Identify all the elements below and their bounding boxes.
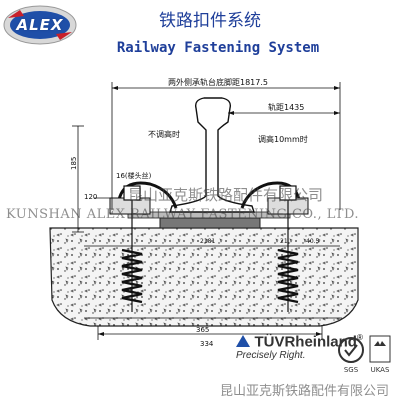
right-note: 调高10mm时 bbox=[258, 134, 308, 144]
watermark-cn-bottom: 昆山亚克斯铁路配件有限公司 bbox=[220, 384, 390, 399]
dim-334: 334 bbox=[200, 340, 214, 348]
top-dimension-label: 两外侧承轨台底脚距1817.5 bbox=[168, 77, 268, 87]
tuv-badge: TÜVRheinland® Precisely Right. bbox=[236, 333, 363, 361]
logo-ring-icon bbox=[3, 5, 77, 45]
tuv-name: TÜVRheinland bbox=[254, 333, 357, 351]
dimension-arrows bbox=[98, 86, 340, 336]
right-clip bbox=[240, 181, 302, 211]
title-english: Railway Fastening System bbox=[116, 40, 320, 56]
watermark-cn-company: 昆山亚克斯铁路配件有限公司 bbox=[128, 186, 324, 204]
sgs-ukas-badge: SGS UKAS bbox=[338, 335, 391, 374]
title-chinese: 铁路扣件系统 bbox=[159, 11, 261, 31]
vertical-dim: 185 bbox=[70, 157, 78, 170]
dim-120: 120 bbox=[84, 193, 97, 201]
left-note: 不调高时 bbox=[148, 129, 180, 139]
left-anchor-bolt bbox=[121, 200, 143, 312]
alex-logo: ALEX bbox=[2, 4, 78, 46]
dim-2181: 2181 bbox=[200, 238, 215, 245]
sgs-ring-icon bbox=[338, 337, 364, 363]
logo-text: ALEX bbox=[16, 16, 64, 34]
bolt-label: 16(楼头丝) bbox=[116, 171, 152, 180]
gauge-label: 轨距1435 bbox=[268, 102, 304, 112]
left-clip bbox=[116, 181, 178, 211]
rail-profile bbox=[169, 97, 255, 213]
dim-21: 21 bbox=[280, 238, 288, 245]
right-anchor-bolt bbox=[277, 200, 299, 312]
tuv-triangle-icon bbox=[236, 335, 250, 348]
dim-40-5: 40.5 bbox=[306, 238, 320, 245]
dimension-lines bbox=[72, 82, 341, 340]
ukas-crown-icon bbox=[369, 335, 391, 363]
tuv-reg: ® bbox=[356, 333, 363, 342]
sgs-check-icon bbox=[344, 344, 358, 357]
watermark-en-company: KUNSHAN ALEX RAILWAY FASTENING CO., LTD. bbox=[6, 207, 360, 222]
concrete-sleeper bbox=[49, 227, 359, 327]
dim-365: 365 bbox=[196, 326, 209, 334]
ukas-label: UKAS bbox=[371, 366, 390, 374]
tuv-slogan: Precisely Right. bbox=[236, 350, 306, 362]
sgs-label: SGS bbox=[344, 366, 359, 374]
